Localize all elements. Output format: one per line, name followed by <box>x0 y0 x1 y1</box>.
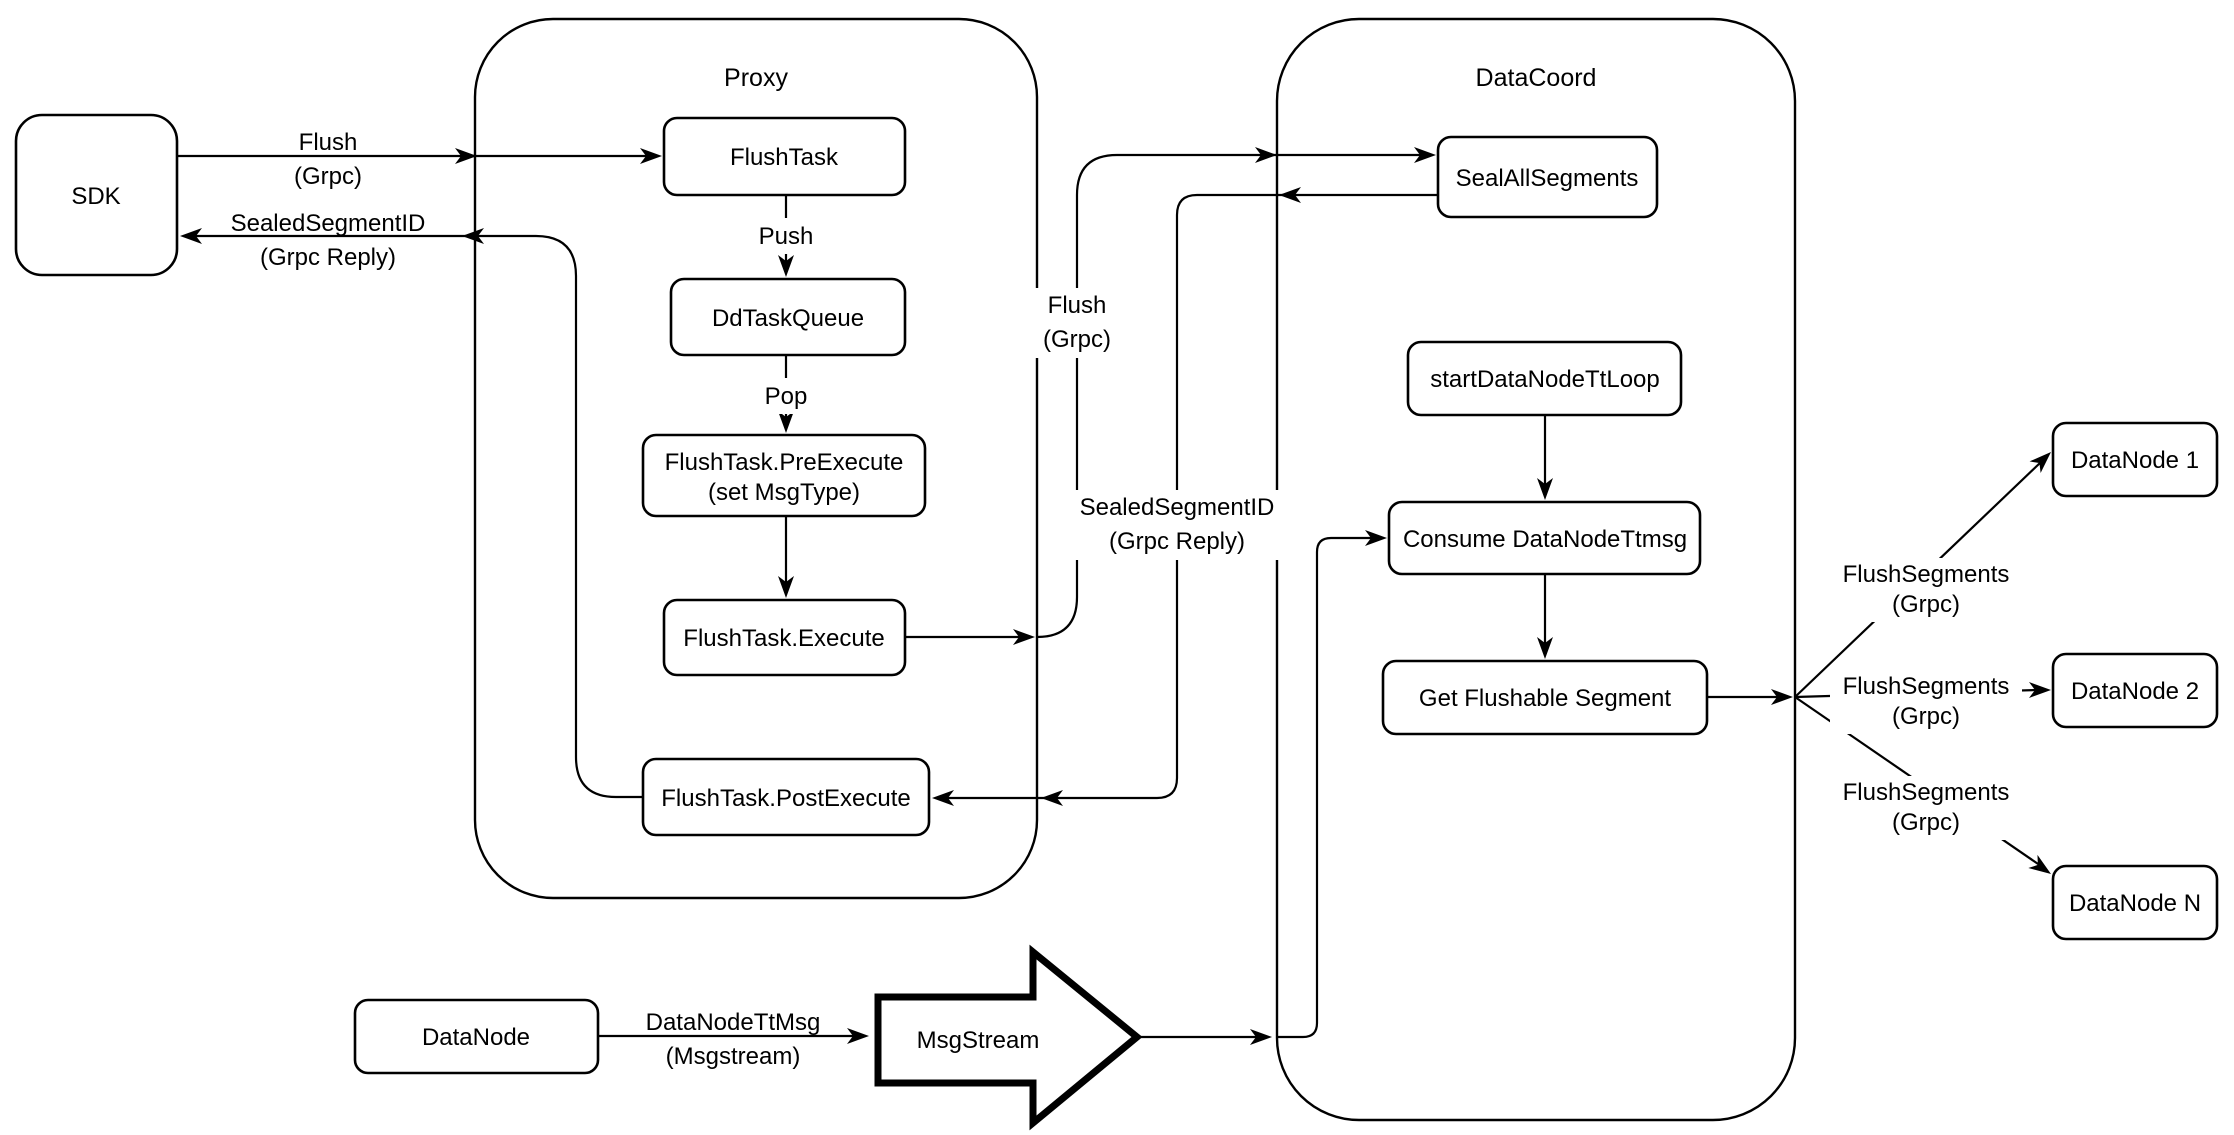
sdk-flush-label-line1: Flush <box>299 129 358 156</box>
datanodettmsg-label-line2: (Msgstream) <box>666 1043 801 1070</box>
sealallsegments-label: SealAllSegments <box>1456 165 1639 192</box>
consume-datanodettmsg-node <box>1387 500 1702 576</box>
proxy-flush-label-line2: (Grpc) <box>1043 326 1111 353</box>
sdk-reply-label-line1: SealedSegmentID <box>231 210 426 237</box>
edge-msgstream-to-consume <box>1277 536 1372 1039</box>
datanoden-node <box>2051 864 2219 941</box>
datanode1-node <box>2051 421 2219 498</box>
proxy-flush-label-line1: Flush <box>1048 292 1107 319</box>
arrowhead <box>180 228 202 244</box>
flushsegments1-label-line1: FlushSegments <box>1843 561 2010 588</box>
preexecute-node <box>641 433 927 518</box>
label-bg <box>1830 776 2022 840</box>
label-bg <box>742 218 830 254</box>
get-flushable-segment-label: Get Flushable Segment <box>1419 685 1671 712</box>
msgstream-label: MsgStream <box>917 1027 1040 1054</box>
flushsegments3-label-line2: (Grpc) <box>1892 809 1960 836</box>
proxy-reply-label-line1: SealedSegmentID <box>1080 494 1275 521</box>
flushsegments1-label-line2: (Grpc) <box>1892 591 1960 618</box>
preexecute-label-line2: (set MsgType) <box>708 479 860 506</box>
arrowhead <box>1537 478 1553 500</box>
arrowhead <box>1255 147 1277 163</box>
arrowhead <box>847 1028 869 1044</box>
proxy-title: Proxy <box>724 64 788 92</box>
edge-reply-to-sdk <box>196 234 643 799</box>
arrowhead <box>2028 854 2051 874</box>
arrowhead <box>1041 790 1063 806</box>
flushtask-node <box>662 116 907 197</box>
edge-flush-to-sealallsegments <box>1036 153 1421 639</box>
proxy-container <box>473 17 1039 900</box>
label-bg <box>1072 490 1282 560</box>
datanode2-label: DataNode 2 <box>2071 678 2199 705</box>
arrowhead <box>1537 637 1553 659</box>
nodes <box>14 113 2219 1131</box>
label-bg <box>1028 288 1126 358</box>
label-bg <box>1830 558 2022 622</box>
arrowhead <box>640 148 662 164</box>
proxy-reply-label-line2: (Grpc Reply) <box>1109 528 1245 555</box>
datacoord-container <box>1275 17 1797 1122</box>
datanode1-label: DataNode 1 <box>2071 447 2199 474</box>
pop-label: Pop <box>765 383 808 410</box>
arrowhead <box>1365 530 1387 546</box>
arrowhead <box>778 255 794 277</box>
execute-node <box>662 598 907 677</box>
postexecute-node <box>641 757 931 837</box>
arrowhead <box>2029 682 2051 698</box>
datanode-node <box>353 998 600 1075</box>
ddtaskqueue-node <box>669 277 907 357</box>
datanodettmsg-label-line1: DataNodeTtMsg <box>646 1009 821 1036</box>
label-backgrounds <box>742 218 2022 840</box>
get-flushable-segment-node <box>1381 659 1709 736</box>
preexecute-label-line1: FlushTask.PreExecute <box>665 449 904 476</box>
datanoden-label: DataNode N <box>2069 890 2201 917</box>
sealallsegments-node <box>1436 135 1659 219</box>
arrowhead <box>778 576 794 598</box>
msgstream-arrow-shape <box>874 944 1143 1131</box>
startdatanodettloop-node <box>1406 340 1683 417</box>
sdk-flush-label-line2: (Grpc) <box>294 163 362 190</box>
execute-label: FlushTask.Execute <box>683 625 884 652</box>
flushtask-label: FlushTask <box>730 144 839 171</box>
flushsegments2-label-line2: (Grpc) <box>1892 703 1960 730</box>
edges <box>177 147 2051 1045</box>
arrowhead <box>932 790 954 806</box>
consume-datanodettmsg-label: Consume DataNodeTtmsg <box>1403 526 1687 553</box>
flushsegments2-label-line1: FlushSegments <box>1843 673 2010 700</box>
datanode-label: DataNode <box>422 1024 530 1051</box>
sdk-label: SDK <box>71 183 120 210</box>
postexecute-label: FlushTask.PostExecute <box>661 785 910 812</box>
arrowhead <box>1250 1029 1272 1045</box>
sdk-node <box>14 113 179 277</box>
label-bg <box>748 378 824 414</box>
arrowhead <box>1414 147 1436 163</box>
label-bg <box>1830 670 2022 734</box>
arrowhead <box>462 228 484 244</box>
sdk-reply-label-line2: (Grpc Reply) <box>260 244 396 271</box>
startdatanodettloop-label: startDataNodeTtLoop <box>1430 366 1659 393</box>
arrowhead <box>1279 187 1301 203</box>
arrowhead <box>2029 452 2051 473</box>
ddtaskqueue-label: DdTaskQueue <box>712 305 864 332</box>
labels: Proxy DataCoord SDK FlushTask DdTaskQueu… <box>71 64 2201 1070</box>
datacoord-title: DataCoord <box>1476 64 1597 92</box>
datanode2-node <box>2051 652 2219 729</box>
flushsegments3-label-line1: FlushSegments <box>1843 779 2010 806</box>
arrowhead <box>778 411 794 433</box>
arrowhead <box>455 148 477 164</box>
arrowhead <box>1013 629 1035 645</box>
arrowhead <box>1771 689 1793 705</box>
push-label: Push <box>759 223 814 250</box>
